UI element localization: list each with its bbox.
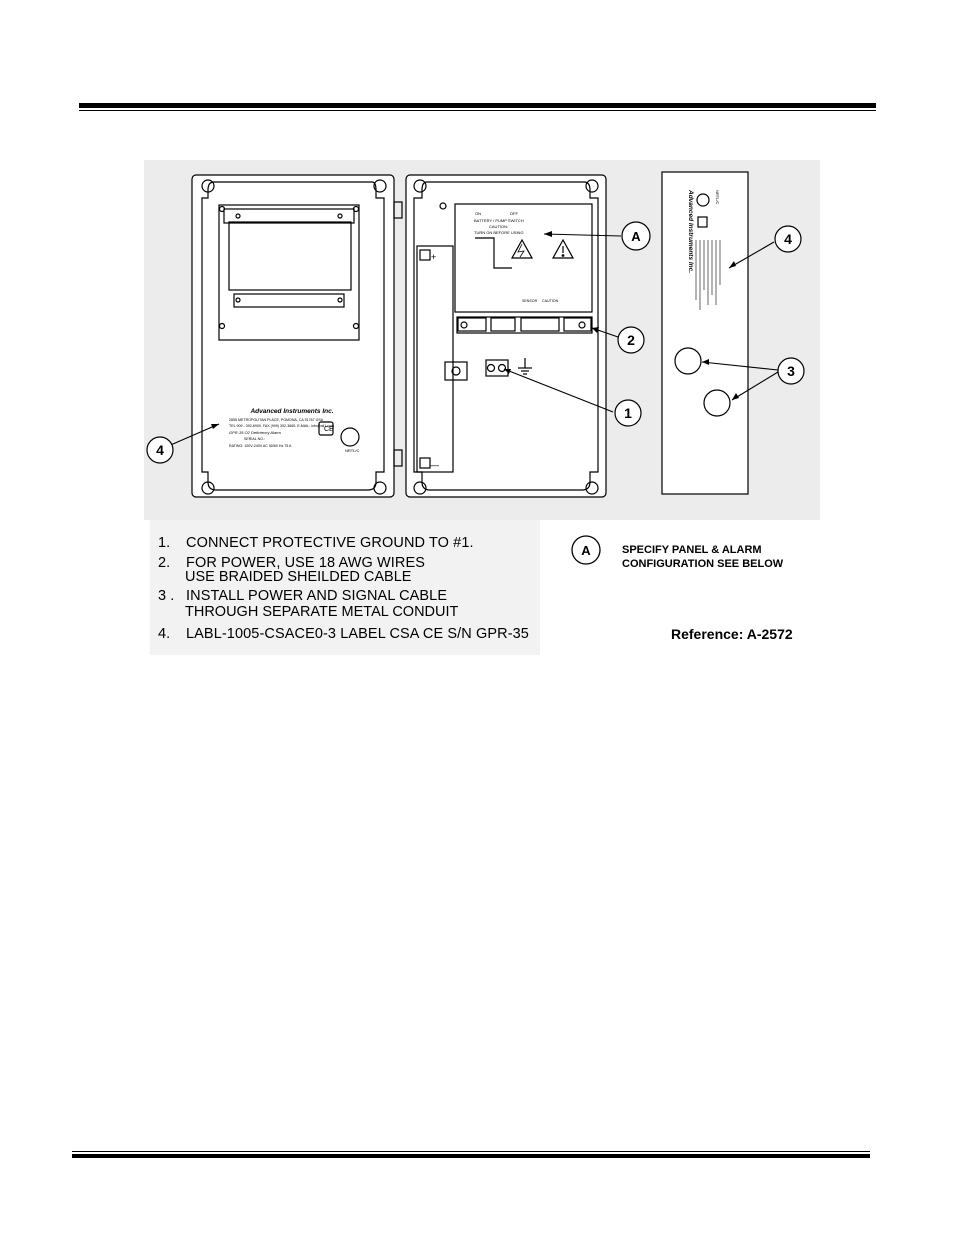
note-1: 1. CONNECT PROTECTIVE GROUND TO #1. — [158, 535, 474, 551]
callout-1-label: 1 — [624, 405, 632, 421]
csa-mark-icon — [340, 427, 360, 447]
note-3-text: INSTALL POWER AND SIGNAL CABLE — [186, 588, 448, 604]
hinge-top — [393, 201, 403, 219]
reference-label: Reference: A-2572 — [671, 626, 793, 642]
cover-label-company: Advanced Instruments Inc. — [249, 408, 333, 415]
legend-line-2: CONFIGURATION SEE BELOW — [622, 558, 784, 570]
note-3-continued: THROUGH SEPARATE METAL CONDUIT — [185, 604, 459, 620]
footer-rule — [72, 1151, 870, 1159]
battery — [416, 245, 454, 473]
conduit-hole-1 — [674, 347, 702, 375]
ground-lug — [444, 361, 468, 381]
note-2: 2. FOR POWER, USE 18 AWG WIRES — [158, 555, 425, 571]
panel-caution: CAUTION: — [489, 224, 508, 229]
caution-warning-icon — [551, 238, 575, 259]
cover-label-ce: CE — [324, 426, 334, 433]
callout-4-left — [146, 436, 174, 464]
cover-label-cert: NRTL/C — [345, 448, 359, 453]
callout-4-right — [774, 225, 802, 253]
note-2-continued: USE BRAIDED SHEILDED CABLE — [185, 569, 412, 585]
note-2-text: FOR POWER, USE 18 AWG WIRES — [186, 555, 426, 571]
cover-label-serial: SERIAL NO.: — [244, 437, 265, 441]
cover-label-contact: TEL 909 - 392-6900, FAX (909) 392-3665, … — [229, 424, 334, 428]
note-3-number: 3 . — [158, 588, 175, 604]
panel-off: OFF — [510, 211, 519, 216]
panel-sensor: SENSOR — [522, 299, 538, 303]
cover-label-model: GPR-35 O2 Deficiency Alarm — [229, 430, 282, 435]
callout-1 — [614, 399, 642, 427]
callout-a — [621, 221, 651, 251]
side-label-company: Advanced Instruments Inc. — [687, 189, 694, 273]
legend-symbol: A — [571, 535, 601, 565]
legend-text: SPECIFY PANEL & ALARM CONFIGURATION SEE … — [622, 543, 783, 571]
note-3: 3 . INSTALL POWER AND SIGNAL CABLE — [158, 588, 447, 604]
enclosure-diagram: Advanced Instruments Inc. 2855 METROPOLI… — [144, 160, 820, 520]
notes-panel — [150, 520, 540, 655]
shock-warning-icon — [510, 238, 534, 259]
cover-label-address: 2855 METROPOLITAN PLACE, POMONA, CA 9176… — [229, 418, 324, 422]
panel-caution-2: CAUTION — [542, 299, 559, 303]
header-rule — [79, 103, 876, 111]
note-4-text: LABL-1005-CSACE0-3 LABEL CSA CE S/N GPR-… — [186, 626, 529, 642]
enclosure-cover — [191, 174, 395, 498]
enclosure-side-panel — [661, 171, 749, 495]
legend-line-1: SPECIFY PANEL & ALARM — [622, 544, 762, 556]
terminal-panel — [454, 203, 593, 313]
conduit-hole-2 — [703, 389, 731, 417]
callout-a-label: A — [631, 229, 641, 244]
panel-turn-on: TURN ON BEFORE USING — [474, 230, 524, 235]
side-label-cert: NRTL/C — [715, 190, 720, 204]
cover-label: Advanced Instruments Inc. 2855 METROPOLI… — [229, 408, 359, 453]
callout-3-label: 3 — [787, 363, 795, 379]
note-4: 4. LABL-1005-CSACE0-3 LABEL CSA CE S/N GP… — [158, 626, 529, 642]
cover-label-rating: RATING: 100V-240V AC 50/60 Hz 75 A — [229, 444, 292, 448]
note-2-number: 2. — [158, 555, 171, 571]
callout-2-label: 2 — [627, 332, 635, 348]
battery-plus: + — [431, 252, 436, 262]
panel-on: ON — [475, 211, 481, 216]
note-1-number: 1. — [158, 535, 171, 551]
note-1-text: CONNECT PROTECTIVE GROUND TO #1. — [186, 535, 474, 551]
callout-2 — [617, 326, 645, 354]
callout-3 — [777, 357, 805, 385]
hinge-bottom — [393, 449, 403, 467]
battery-minus: — — [430, 460, 439, 470]
callout-4-left-label: 4 — [156, 442, 164, 458]
legend-symbol-label: A — [581, 543, 591, 558]
note-4-number: 4. — [158, 626, 171, 642]
enclosure-base — [405, 174, 607, 498]
callout-4-right-label: 4 — [784, 231, 792, 247]
panel-switch: BATTERY / PUMP SWITCH — [474, 218, 524, 223]
